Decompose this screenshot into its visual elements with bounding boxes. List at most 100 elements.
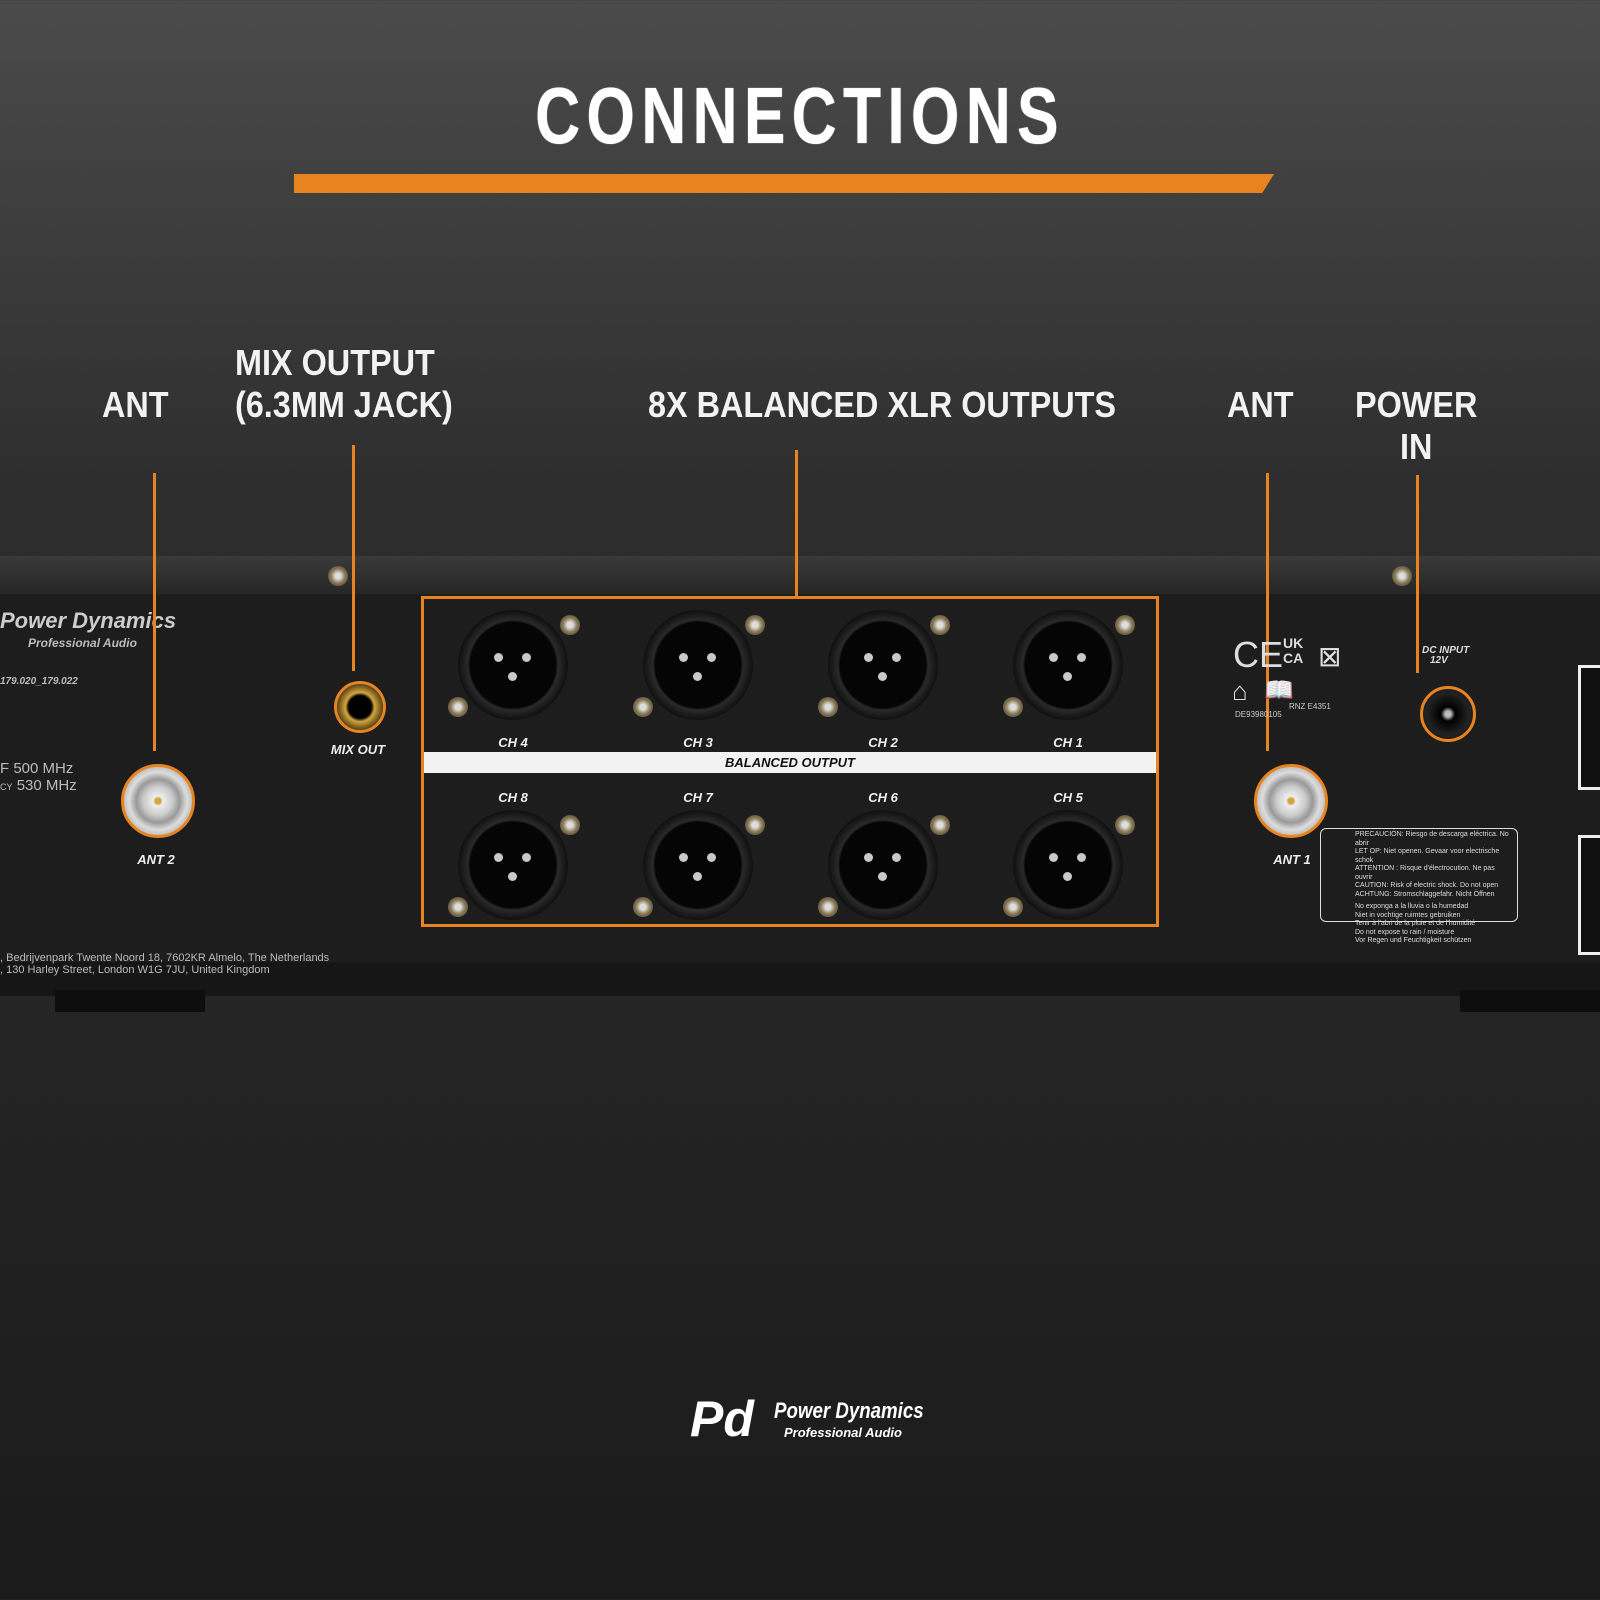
xlr-pin bbox=[864, 653, 873, 662]
model-number: 179.020_179.022 bbox=[0, 676, 78, 687]
warning-line: CAUTION: Risk of electric shock. Do not … bbox=[1355, 882, 1499, 889]
indoor-use-icon: ⌂ bbox=[1232, 676, 1248, 706]
warning-line: No exponga a la lluvia o la humedad bbox=[1355, 903, 1469, 910]
xlr-pin bbox=[508, 672, 517, 681]
mix-out-label: MIX OUT bbox=[330, 742, 386, 757]
channel-label: CH 6 bbox=[868, 790, 898, 805]
channel-label: CH 3 bbox=[683, 735, 713, 750]
xlr-connector bbox=[458, 810, 568, 920]
screw-icon bbox=[328, 566, 348, 586]
footer-brand: Power Dynamics bbox=[774, 1398, 924, 1423]
screw-icon bbox=[818, 697, 838, 717]
screw-icon bbox=[560, 815, 580, 835]
warning-line: Niet in vochtige ruimtes gebruiken bbox=[1355, 911, 1461, 919]
xlr-pin bbox=[878, 672, 887, 681]
screw-icon bbox=[818, 897, 838, 917]
screw-icon bbox=[633, 697, 653, 717]
xlr-connector bbox=[458, 610, 568, 720]
warning-line: Tenir à l'abri de la pluie et de l'humid… bbox=[1355, 920, 1476, 927]
xlr-pin bbox=[508, 872, 517, 881]
ant1-label: ANT 1 bbox=[1273, 852, 1311, 867]
xlr-connector bbox=[828, 810, 938, 920]
leader-line bbox=[1416, 475, 1419, 673]
xlr-pin bbox=[522, 653, 531, 662]
callout-power-in: IN bbox=[1400, 426, 1433, 467]
panel-top-edge bbox=[0, 556, 1600, 594]
channel-label: CH 7 bbox=[683, 790, 713, 805]
leader-line bbox=[153, 473, 156, 751]
callout-mix-output: MIX OUTPUT bbox=[235, 342, 435, 383]
callout-mix-output-sub: (6.3MM JACK) bbox=[235, 384, 453, 425]
warning-line: Vor Regen und Feuchtigkeit schützen bbox=[1355, 937, 1472, 944]
xlr-pin bbox=[1077, 853, 1086, 862]
xlr-outputs-highlight bbox=[421, 596, 1159, 927]
callout-power: POWER bbox=[1355, 384, 1478, 425]
screw-icon bbox=[448, 897, 468, 917]
warning-line: Do not expose to rain / moisture bbox=[1355, 928, 1455, 936]
screw-icon bbox=[1003, 897, 1023, 917]
xlr-pin bbox=[707, 853, 716, 862]
side-panel-edge bbox=[1578, 835, 1600, 955]
leader-line bbox=[1266, 473, 1269, 751]
leader-line bbox=[795, 450, 798, 598]
panel-brand: Power Dynamics bbox=[0, 608, 177, 633]
callout-xlr-outputs: 8X BALANCED XLR OUTPUTS bbox=[648, 384, 1117, 425]
warning-line: PRECAUCIÓN: Riesgo de descarga eléctrica… bbox=[1355, 831, 1509, 847]
xlr-pin bbox=[1077, 653, 1086, 662]
footer-brand-sub: Professional Audio bbox=[784, 1425, 902, 1440]
mix-out-jack bbox=[334, 681, 386, 733]
channel-label: CH 4 bbox=[498, 735, 528, 750]
xlr-pin bbox=[1049, 653, 1058, 662]
side-panel-edge bbox=[1578, 665, 1600, 790]
freq-prefix: F bbox=[0, 760, 10, 777]
xlr-pin bbox=[679, 653, 688, 662]
device-foot bbox=[1460, 990, 1600, 1012]
xlr-pin bbox=[1049, 853, 1058, 862]
address-line-2: , 130 Harley Street, London W1G 7JU, Uni… bbox=[0, 964, 270, 976]
rcm-code: RNZ E4351 bbox=[1289, 702, 1331, 711]
xlr-pin bbox=[707, 653, 716, 662]
xlr-pin bbox=[494, 653, 503, 662]
ant1-bnc-connector bbox=[1254, 764, 1328, 838]
warning-line: ATTENTION : Risque d'électrocution. Ne p… bbox=[1355, 865, 1495, 881]
title-underline bbox=[294, 174, 1274, 193]
channel-label: CH 2 bbox=[868, 735, 898, 750]
dc-power-jack bbox=[1420, 686, 1476, 742]
safety-warning-label: PRECAUCIÓN: Riesgo de descarga eléctrica… bbox=[1320, 828, 1518, 944]
warning-line: ACHTUNG: Stromschlaggefahr. Nicht Öffnen bbox=[1355, 890, 1495, 898]
screw-icon bbox=[560, 615, 580, 635]
xlr-connector bbox=[1013, 810, 1123, 920]
xlr-pin bbox=[878, 872, 887, 881]
manual-icon: 📖 bbox=[1264, 677, 1294, 704]
panel-brand-sub: Professional Audio bbox=[28, 636, 137, 650]
xlr-pin bbox=[494, 853, 503, 862]
channel-label: CH 8 bbox=[498, 790, 528, 805]
xlr-pin bbox=[892, 853, 901, 862]
channel-label: CH 1 bbox=[1053, 735, 1083, 750]
callout-ant-right: ANT bbox=[1227, 384, 1294, 425]
xlr-connector bbox=[1013, 610, 1123, 720]
page-title: CONNECTIONS bbox=[535, 71, 1065, 160]
screw-icon bbox=[1115, 815, 1135, 835]
panel-bottom-edge bbox=[0, 962, 1600, 996]
frequency-2: CY 530 MHz bbox=[0, 777, 77, 794]
xlr-connector bbox=[643, 610, 753, 720]
warning-line: LET OP: Niet openen. Gevaar voor electri… bbox=[1355, 848, 1500, 864]
ukca-mark: UKCA bbox=[1283, 635, 1304, 666]
xlr-pin bbox=[693, 872, 702, 881]
xlr-pin bbox=[1063, 872, 1072, 881]
address-line-1: , Bedrijvenpark Twente Noord 18, 7602KR … bbox=[0, 952, 330, 964]
cert-id: DE93980105 bbox=[1235, 710, 1282, 719]
callout-ant-left: ANT bbox=[102, 384, 169, 425]
xlr-connector bbox=[828, 610, 938, 720]
screw-icon bbox=[930, 815, 950, 835]
xlr-pin bbox=[1063, 672, 1072, 681]
xlr-pin bbox=[693, 672, 702, 681]
screw-icon bbox=[1003, 697, 1023, 717]
screw-icon bbox=[745, 615, 765, 635]
screw-icon bbox=[1115, 615, 1135, 635]
frequency-1: F 500 MHz bbox=[0, 760, 74, 777]
xlr-pin bbox=[522, 853, 531, 862]
device-rear-panel bbox=[0, 556, 1600, 996]
xlr-pin bbox=[892, 653, 901, 662]
